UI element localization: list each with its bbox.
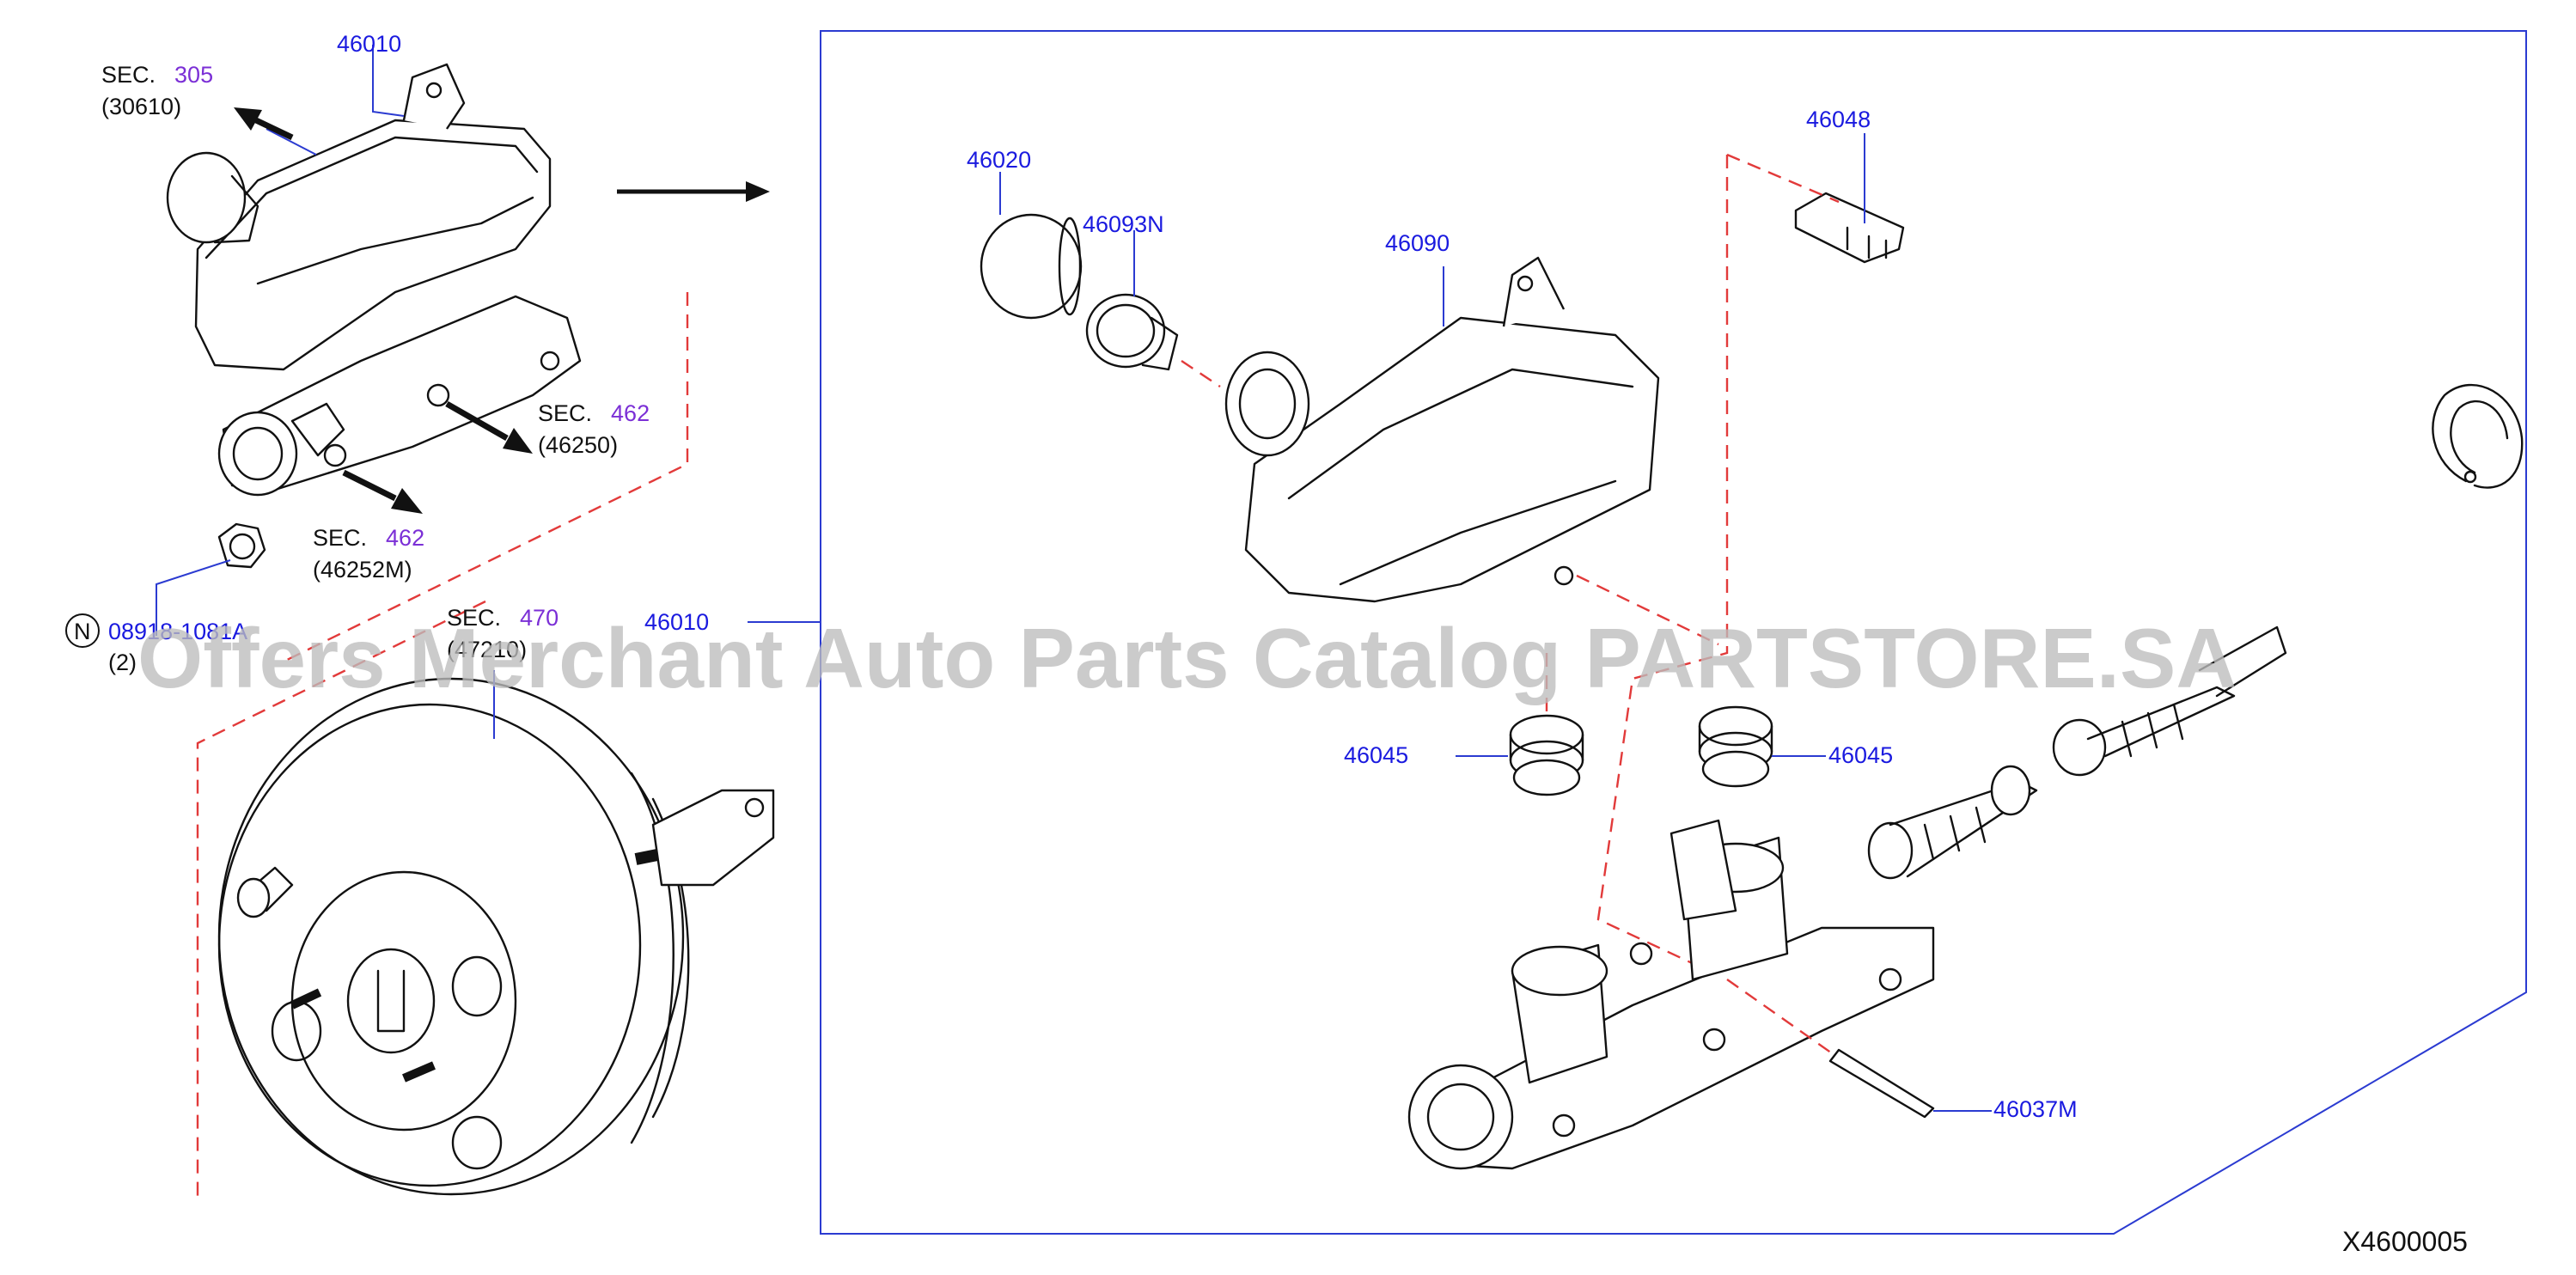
nut-note[interactable]: N 08918-1081A (2) <box>65 613 247 675</box>
exploded-view-frame <box>820 30 2527 1235</box>
sec-arrows <box>234 107 533 514</box>
svg-text:(46250): (46250) <box>538 432 618 458</box>
part-number-46037m[interactable]: 46037M <box>1993 1096 2078 1122</box>
reservoir-cap-46020 <box>980 213 1083 320</box>
section-ref-305[interactable]: SEC.305 (30610) <box>101 62 213 119</box>
master-cylinder-body <box>1407 819 1935 1170</box>
part-number-46090[interactable]: 46090 <box>1385 230 1450 256</box>
nut-note-part: 08918-1081A <box>108 619 247 644</box>
flange-nut <box>217 522 266 569</box>
part-number-46020[interactable]: 46020 <box>967 147 1031 173</box>
guide-dashed-exploded <box>1576 153 1840 981</box>
pin-46037m <box>1828 1048 1935 1119</box>
part-number-46093n[interactable]: 46093N <box>1083 211 1164 237</box>
brake-booster <box>217 677 775 1196</box>
level-switch-46048 <box>1794 192 1905 264</box>
guide-dashed-assembly <box>283 292 689 663</box>
svg-text:SEC.470: SEC.470 <box>447 605 559 631</box>
direction-arrow <box>617 181 770 202</box>
svg-text:SEC.462: SEC.462 <box>538 400 650 426</box>
svg-text:(30610): (30610) <box>101 94 181 119</box>
svg-text:(46252M): (46252M) <box>313 557 412 583</box>
grommet-46045-right <box>1698 705 1773 788</box>
piston-assembly <box>1867 625 2287 880</box>
nut-note-qty: (2) <box>108 650 137 675</box>
snap-ring <box>2432 383 2524 489</box>
svg-text:SEC.305: SEC.305 <box>101 62 213 88</box>
part-number-46048[interactable]: 46048 <box>1806 107 1871 132</box>
watermark: Offers Merchant Auto Parts Catalog PARTS… <box>137 611 2237 705</box>
assembled-master-cylinder <box>166 63 582 497</box>
nut-note-badge: N <box>74 619 91 644</box>
diagram-code: X4600005 <box>2342 1226 2468 1257</box>
section-ref-470[interactable]: SEC.470 (47210) <box>447 605 559 662</box>
strainer-46093n <box>1085 293 1179 371</box>
part-number-46045-left[interactable]: 46045 <box>1344 742 1408 768</box>
svg-text:SEC.462: SEC.462 <box>313 525 424 551</box>
guide-dashed-booster <box>196 600 486 1199</box>
svg-text:(47210): (47210) <box>447 637 527 662</box>
section-ref-462-b[interactable]: SEC.462 (46252M) <box>313 525 424 583</box>
part-number-46045-right[interactable]: 46045 <box>1828 742 1893 768</box>
section-ref-462-a[interactable]: SEC.462 (46250) <box>538 400 650 458</box>
reservoir-tank-46090 <box>1224 256 1660 603</box>
part-number-46010[interactable]: 46010 <box>337 31 401 57</box>
part-number-46010-booster[interactable]: 46010 <box>644 609 709 635</box>
grommet-46045-left <box>1509 714 1584 796</box>
